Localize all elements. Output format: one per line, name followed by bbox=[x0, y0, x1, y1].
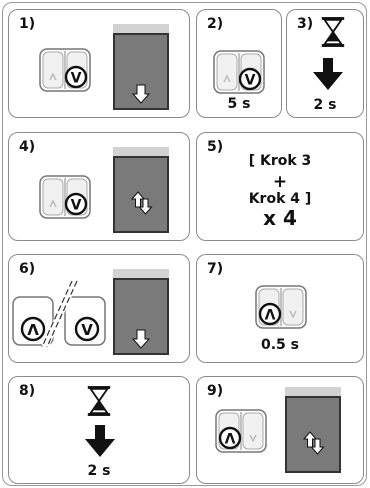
step-6-panel: 6) Λ V bbox=[8, 254, 190, 363]
remote-v-button-icon bbox=[39, 175, 91, 219]
shutter-down-icon bbox=[113, 24, 169, 110]
step-4-label: 4) bbox=[19, 139, 36, 155]
shutter-down-icon bbox=[113, 269, 169, 355]
step-3-duration: 2 s bbox=[313, 97, 337, 113]
instruction-frame bbox=[2, 2, 367, 486]
step-9-label: 9) bbox=[207, 383, 224, 399]
step-2-duration: 5 s bbox=[227, 96, 251, 112]
remote-up-button-icon bbox=[255, 285, 307, 329]
shutter-up-down-icon bbox=[285, 387, 341, 473]
arrow-down-icon bbox=[313, 58, 343, 90]
step-8-duration: 2 s bbox=[87, 463, 111, 479]
step-5-label: 5) bbox=[207, 139, 224, 155]
step-5-line-1: [ Krok 3 bbox=[248, 153, 312, 169]
remote-up-button-icon bbox=[215, 409, 267, 453]
step-5-plus: + bbox=[272, 172, 288, 192]
step-2-panel: 2) 5 s bbox=[196, 9, 282, 118]
step-5-repeat: x 4 bbox=[263, 206, 297, 230]
step-3-label: 3) bbox=[297, 16, 314, 32]
step-9-panel: 9) bbox=[196, 376, 364, 484]
remote-v-button-icon bbox=[213, 50, 265, 94]
step-4-panel: 4) bbox=[8, 132, 190, 241]
remote-up-down-buttons-icon: Λ V bbox=[12, 279, 106, 349]
shutter-up-down-icon bbox=[113, 147, 169, 233]
step-8-label: 8) bbox=[19, 383, 36, 399]
hourglass-icon bbox=[85, 385, 113, 417]
arrow-down-icon bbox=[85, 425, 115, 457]
step-3-panel: 3) 2 s bbox=[286, 9, 364, 118]
step-7-label: 7) bbox=[207, 261, 224, 277]
step-1-panel: 1) bbox=[8, 9, 190, 118]
remote-v-button-icon bbox=[39, 48, 91, 92]
svg-text:V: V bbox=[81, 321, 93, 339]
svg-text:Λ: Λ bbox=[27, 321, 39, 339]
step-8-panel: 8) 2 s bbox=[8, 376, 190, 484]
step-5-line-3: Krok 4 ] bbox=[248, 191, 312, 207]
step-6-label: 6) bbox=[19, 261, 36, 277]
step-2-label: 2) bbox=[207, 16, 224, 32]
step-1-label: 1) bbox=[19, 16, 36, 32]
step-7-panel: 7) 0.5 s bbox=[196, 254, 364, 363]
step-7-duration: 0.5 s bbox=[260, 337, 299, 353]
step-5-panel: 5) [ Krok 3 + Krok 4 ] x 4 bbox=[196, 132, 364, 241]
hourglass-icon bbox=[319, 16, 347, 48]
